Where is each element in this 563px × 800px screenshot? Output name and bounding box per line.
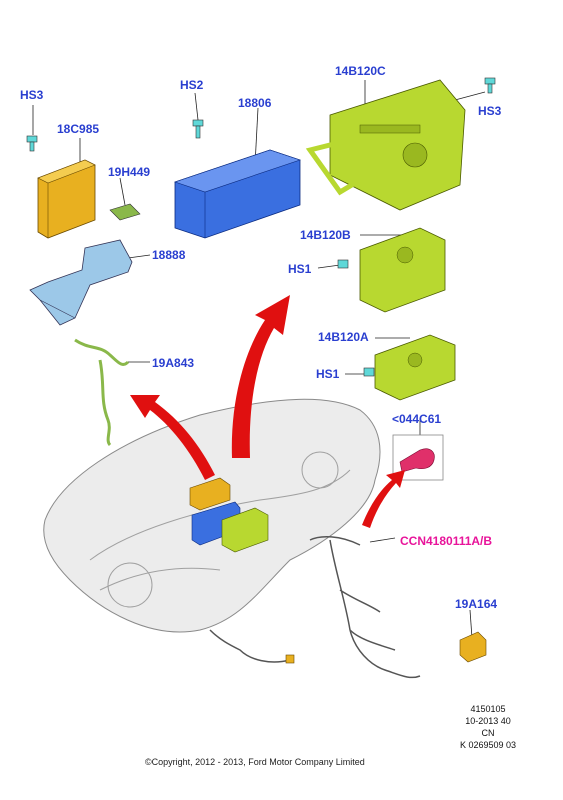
control-14b120a <box>374 334 456 401</box>
arrow-to-tape <box>362 470 405 528</box>
label-ccn4180111: CCN4180111A/B <box>400 534 493 548</box>
screw-hs2 <box>192 119 204 139</box>
cable-19a843 <box>74 338 130 447</box>
label-18888: 18888 <box>152 248 186 262</box>
dash-wiring <box>209 629 291 663</box>
label-hs3-left: HS3 <box>20 88 44 102</box>
arrow-to-module <box>130 395 215 480</box>
label-19a843: 19A843 <box>152 356 195 370</box>
label-hs1-top: HS1 <box>288 262 312 276</box>
label-hs1-bottom: HS1 <box>316 367 340 381</box>
bracket-18888 <box>29 239 133 326</box>
red-arrows <box>130 295 405 528</box>
screw-hs3-left <box>26 135 38 152</box>
label-14b120c: 14B120C <box>335 64 386 78</box>
screw-hs1-top <box>337 259 349 269</box>
label-14b120b: 14B120B <box>300 228 351 242</box>
pad-19h449 <box>109 203 141 221</box>
label-18806: 18806 <box>238 96 272 110</box>
radio-unit-18806 <box>174 149 301 239</box>
label-14b120a: 14B120A <box>318 330 369 344</box>
connector-19a164 <box>459 631 487 663</box>
label-hs3-right: HS3 <box>478 104 502 118</box>
bezel-14b120c <box>305 79 466 211</box>
screw-hs3-right <box>484 77 496 94</box>
label-hs2: HS2 <box>180 78 204 92</box>
label-18c985: 18C985 <box>57 122 100 136</box>
module-18c985 <box>37 159 96 239</box>
label-19h449: 19H449 <box>108 165 151 179</box>
dash-connector <box>285 654 295 664</box>
dashboard-assembly <box>43 398 381 633</box>
meta-line-4: K 0269509 03 <box>459 740 517 750</box>
screw-hs1-bottom <box>363 367 375 377</box>
label-19a164: 19A164 <box>455 597 498 611</box>
meta-line-2: 10-2013 40 <box>465 716 511 726</box>
leader-lines <box>32 80 486 639</box>
copyright-text: ©Copyright, 2012 - 2013, Ford Motor Comp… <box>145 757 365 767</box>
meta-line-3: CN <box>481 728 495 738</box>
meta-line-1: 4150105 <box>470 704 506 714</box>
harness-ccn4180111 <box>309 535 421 679</box>
arrow-to-radio <box>231 295 290 458</box>
label-044c61: <044C61 <box>392 412 442 426</box>
control-14b120b <box>359 227 446 313</box>
